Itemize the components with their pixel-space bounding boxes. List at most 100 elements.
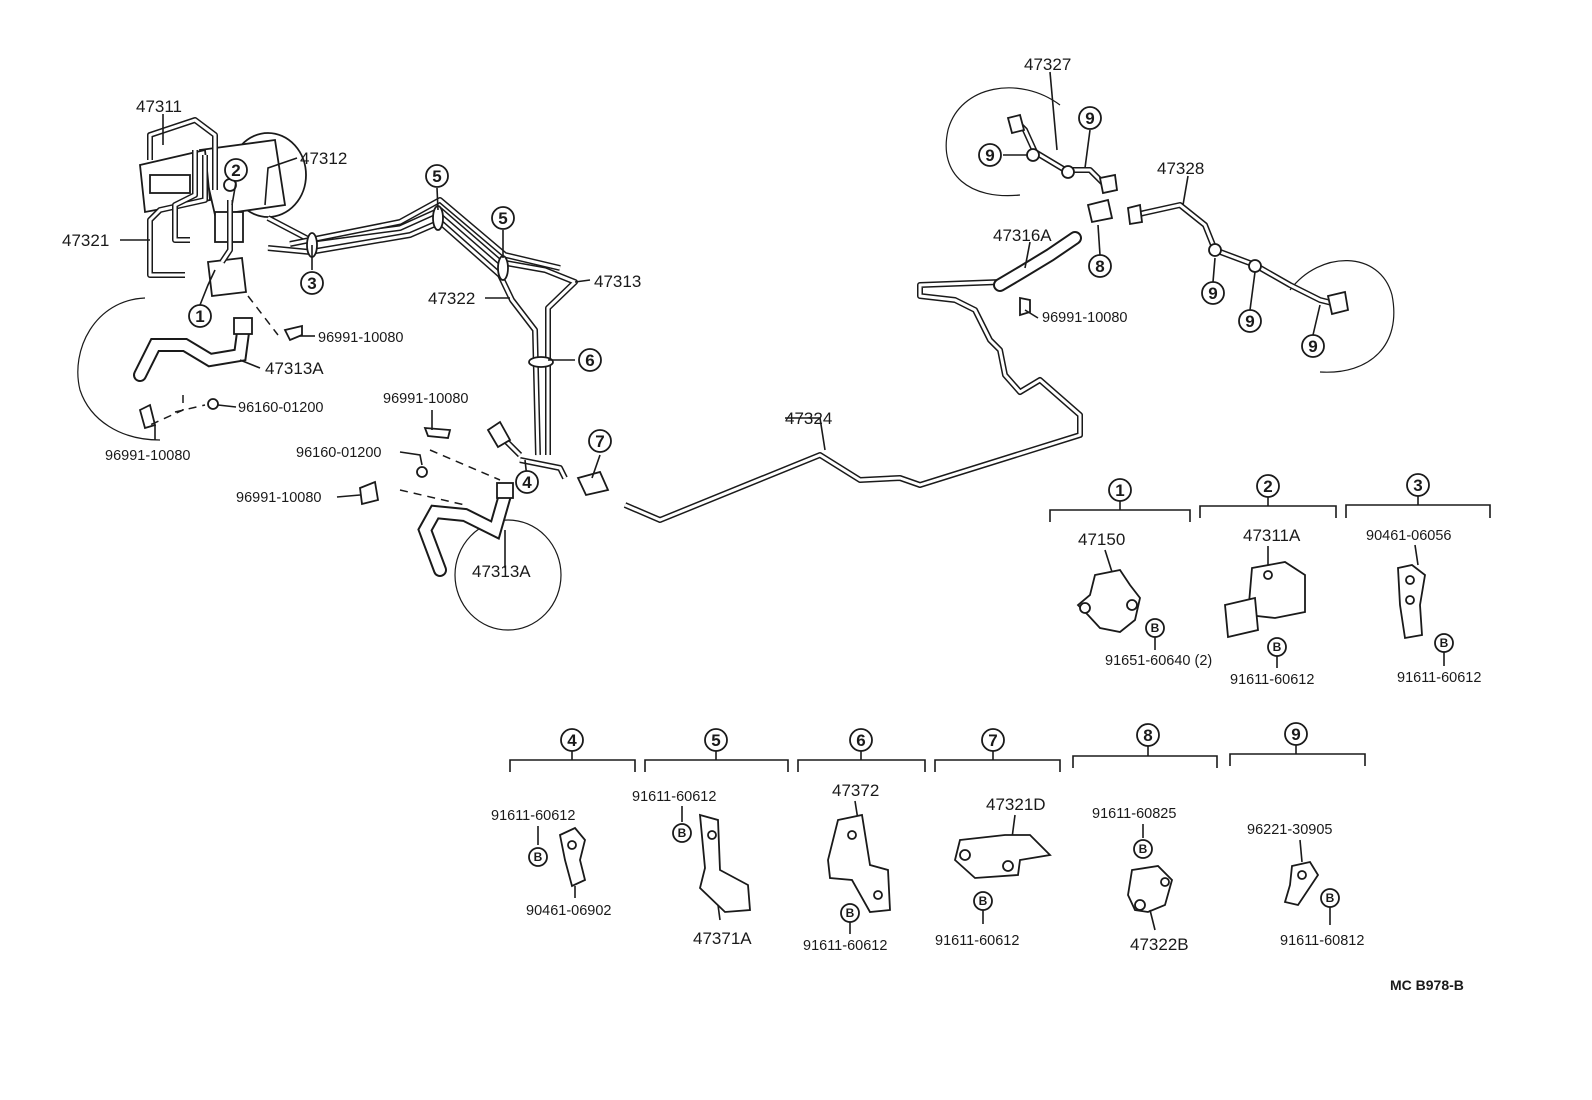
detail-group-2: 2 47311A B 91611-60612: [1199, 474, 1337, 688]
svg-text:B: B: [1326, 891, 1335, 905]
detail-1-bolt-icon: B: [1145, 618, 1165, 638]
detail-7-part: 47321D: [986, 795, 1046, 814]
master-cylinder-assembly: [139, 132, 307, 297]
svg-text:9: 9: [1085, 109, 1094, 128]
detail-7-bolt: 91611-60612: [935, 933, 1019, 949]
callout-6: 6: [578, 348, 602, 372]
label-47324: 47324: [785, 409, 832, 428]
callout-9a: 9: [978, 143, 1002, 167]
detail-5-part-bolt: 91611-60612: [632, 789, 716, 805]
svg-text:7: 7: [988, 731, 997, 750]
detail-5-part: 47371A: [693, 929, 752, 948]
callout-9d: 9: [1238, 309, 1262, 333]
label-47316A: 47316A: [993, 226, 1052, 245]
detail-9-bolt: 91611-60812: [1280, 933, 1364, 949]
callout-9c: 9: [1201, 281, 1225, 305]
detail-6-bolt: 91611-60612: [803, 938, 887, 954]
detail-group-4: 4 91611-60612 B 90461-06902: [491, 728, 636, 919]
svg-text:B: B: [1139, 842, 1148, 856]
detail-1-bolt: 91651-60640 (2): [1105, 653, 1212, 669]
svg-text:9: 9: [1245, 312, 1254, 331]
svg-text:B: B: [1273, 640, 1282, 654]
label-47327: 47327: [1024, 55, 1071, 74]
svg-text:9: 9: [985, 146, 994, 165]
label-96160-01200-a: 96160-01200: [238, 400, 323, 416]
callout-9e: 9: [1301, 334, 1325, 358]
label-96991-10080-b: 96991-10080: [105, 448, 190, 464]
svg-text:9: 9: [1291, 725, 1300, 744]
detail-group-8: 8 91611-60825 B 47322B: [1072, 723, 1218, 954]
detail-6-bolt-icon: B: [840, 903, 860, 923]
label-47321: 47321: [62, 231, 109, 250]
svg-text:1: 1: [1115, 481, 1124, 500]
detail-group-6: 6 47372 B 91611-60612: [797, 728, 926, 954]
svg-text:5: 5: [498, 209, 507, 228]
svg-text:6: 6: [585, 351, 594, 370]
svg-text:2: 2: [1263, 477, 1272, 496]
callout-circles: 1 2 3 4 5 5 6 7 8 9 9 9 9 9: [188, 106, 1325, 494]
detail-4-part: 90461-06902: [526, 903, 611, 919]
label-96991-10080-c: 96991-10080: [383, 391, 468, 407]
svg-text:1: 1: [195, 307, 204, 326]
label-47328: 47328: [1157, 159, 1204, 178]
front-right-wheel: [359, 420, 610, 631]
callout-1: 1: [188, 304, 212, 328]
detail-group-3: 3 90461-06056 B 91611-60612: [1345, 473, 1491, 686]
callout-2: 2: [224, 158, 248, 182]
svg-text:9: 9: [1308, 337, 1317, 356]
svg-text:4: 4: [567, 731, 577, 750]
callout-4: 4: [515, 470, 539, 494]
label-47322: 47322: [428, 289, 475, 308]
label-96160-01200-b: 96160-01200: [296, 445, 381, 461]
svg-text:8: 8: [1143, 726, 1152, 745]
svg-text:8: 8: [1095, 257, 1104, 276]
front-pipe-bundle: [266, 197, 578, 480]
detail-3-bolt-icon: B: [1434, 633, 1454, 653]
master-area-pipes: [147, 117, 233, 278]
callout-5b: 5: [491, 206, 515, 230]
svg-text:3: 3: [307, 274, 316, 293]
label-96991-10080-d: 96991-10080: [236, 490, 321, 506]
detail-4-bolt-icon: B: [528, 847, 548, 867]
callout-9b: 9: [1078, 106, 1102, 130]
detail-group-9: 9 96221-30905 B 91611-60812: [1229, 722, 1366, 949]
diagram-code: MC B978-B: [1390, 977, 1464, 993]
svg-text:5: 5: [432, 167, 441, 186]
detail-7-bolt-icon: B: [973, 891, 993, 911]
detail-6-part: 47372: [832, 781, 879, 800]
callout-3: 3: [300, 271, 324, 295]
svg-text:B: B: [678, 826, 687, 840]
label-47313: 47313: [594, 272, 641, 291]
callout-5a: 5: [425, 164, 449, 188]
label-47313A-right: 47313A: [472, 562, 531, 581]
svg-text:B: B: [1151, 621, 1160, 635]
svg-text:B: B: [846, 906, 855, 920]
svg-text:2: 2: [231, 161, 240, 180]
detail-group-7: 7 47321D B 91611-60612: [934, 728, 1061, 949]
detail-group-5: 5 91611-60612 B 47371A: [632, 728, 789, 948]
svg-text:9: 9: [1208, 284, 1217, 303]
detail-group-1: 1 47150 B 91651-60640 (2): [1049, 478, 1212, 669]
detail-8-part-bolt: 91611-60825: [1092, 806, 1176, 822]
svg-text:B: B: [534, 850, 543, 864]
label-96991-10080-e: 96991-10080: [1042, 310, 1127, 326]
label-96991-10080-a: 96991-10080: [318, 330, 403, 346]
detail-8-bolt-icon: B: [1133, 839, 1153, 859]
svg-text:5: 5: [711, 731, 720, 750]
detail-2-part: 47311A: [1243, 526, 1301, 545]
detail-3-part: 90461-06056: [1366, 528, 1451, 544]
svg-text:6: 6: [856, 731, 865, 750]
detail-8-part: 47322B: [1130, 935, 1189, 954]
label-47311: 47311: [136, 97, 182, 116]
rear-flex-hose: [993, 198, 1114, 317]
svg-text:B: B: [979, 894, 988, 908]
svg-text:7: 7: [595, 432, 604, 451]
front-left-wheel: [77, 295, 303, 441]
rear-left-wheel: [945, 87, 1119, 197]
detail-4-part-bolt: 91611-60612: [491, 808, 575, 824]
detail-1-part: 47150: [1078, 530, 1125, 549]
detail-5-bolt-icon: B: [672, 823, 692, 843]
svg-text:3: 3: [1413, 476, 1422, 495]
detail-3-bolt: 91611-60612: [1397, 670, 1481, 686]
